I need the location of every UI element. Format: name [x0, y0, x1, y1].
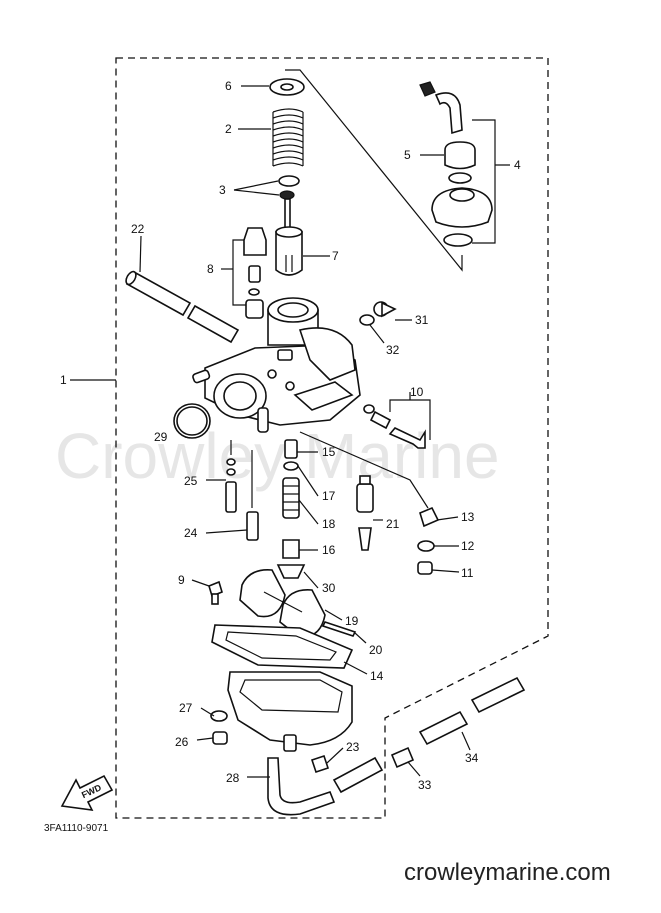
callout-29: 29	[154, 430, 168, 444]
callout-10: 10	[410, 385, 424, 399]
drain-hose-28	[267, 757, 336, 816]
callout-9: 9	[178, 573, 185, 587]
callout-15: 15	[322, 445, 336, 459]
callout-6: 6	[225, 79, 232, 93]
callout-25: 25	[184, 474, 198, 488]
bolt-9	[208, 580, 223, 605]
float-valve-21	[356, 475, 383, 551]
callout-22: 22	[131, 222, 145, 236]
callout-17: 17	[322, 489, 336, 503]
float-bowl-gasket-14	[211, 624, 354, 669]
callout-31: 31	[415, 313, 429, 327]
callout-32: 32	[386, 343, 400, 357]
callout-3: 3	[219, 183, 226, 197]
callout-13: 13	[461, 510, 475, 524]
assembly-boundary	[115, 57, 549, 819]
callout-33: 33	[418, 778, 432, 792]
float-pin-20	[321, 621, 357, 637]
callout-27: 27	[179, 701, 193, 715]
watermark: Crowley Marine	[55, 420, 500, 492]
float-bowl	[227, 671, 353, 752]
callout-34: 34	[465, 751, 479, 765]
vent-hose-22	[125, 270, 240, 344]
diagram-code: 3FA1110-9071	[44, 823, 109, 834]
leader-lines	[70, 85, 471, 778]
callout-20: 20	[369, 643, 383, 657]
intake-o-ring-inner	[176, 406, 208, 436]
callout-26: 26	[175, 735, 189, 749]
jet-stack	[276, 439, 306, 579]
callout-5: 5	[404, 148, 411, 162]
callout-14: 14	[370, 669, 384, 683]
mixing-body-group	[232, 227, 267, 319]
clip-washer-screw-13-11	[299, 431, 440, 575]
callout-1: 1	[60, 373, 67, 387]
callout-11: 11	[461, 566, 474, 580]
callout-8: 8	[207, 262, 214, 276]
pilot-screw-set-10	[363, 392, 431, 449]
main-jet-24-25	[225, 440, 259, 541]
throttle-slide-stack	[269, 78, 305, 276]
callout-16: 16	[322, 543, 336, 557]
callout-labels: 6 2 3 5 4 7 8 22 1 31 32 10 29 15 17 18 …	[60, 79, 521, 792]
callout-28: 28	[226, 771, 240, 785]
callout-30: 30	[322, 581, 336, 595]
screw-31-washer-32	[359, 301, 397, 326]
callout-7: 7	[332, 249, 339, 263]
float-19	[239, 568, 326, 638]
fwd-arrow-icon: FWD	[60, 774, 114, 811]
site-url[interactable]: crowleymarine.com	[404, 859, 611, 886]
callout-21: 21	[386, 517, 400, 531]
callout-24: 24	[184, 526, 198, 540]
callout-4: 4	[514, 158, 521, 172]
callout-19: 19	[345, 614, 359, 628]
callout-18: 18	[322, 517, 336, 531]
overflow-hoses-33-34	[332, 676, 526, 794]
top-cap-assembly	[285, 69, 510, 272]
carburetor-body	[192, 297, 361, 433]
callout-2: 2	[225, 122, 232, 136]
drain-screw-23	[310, 754, 330, 774]
callout-23: 23	[346, 740, 360, 754]
callout-12: 12	[461, 539, 475, 553]
